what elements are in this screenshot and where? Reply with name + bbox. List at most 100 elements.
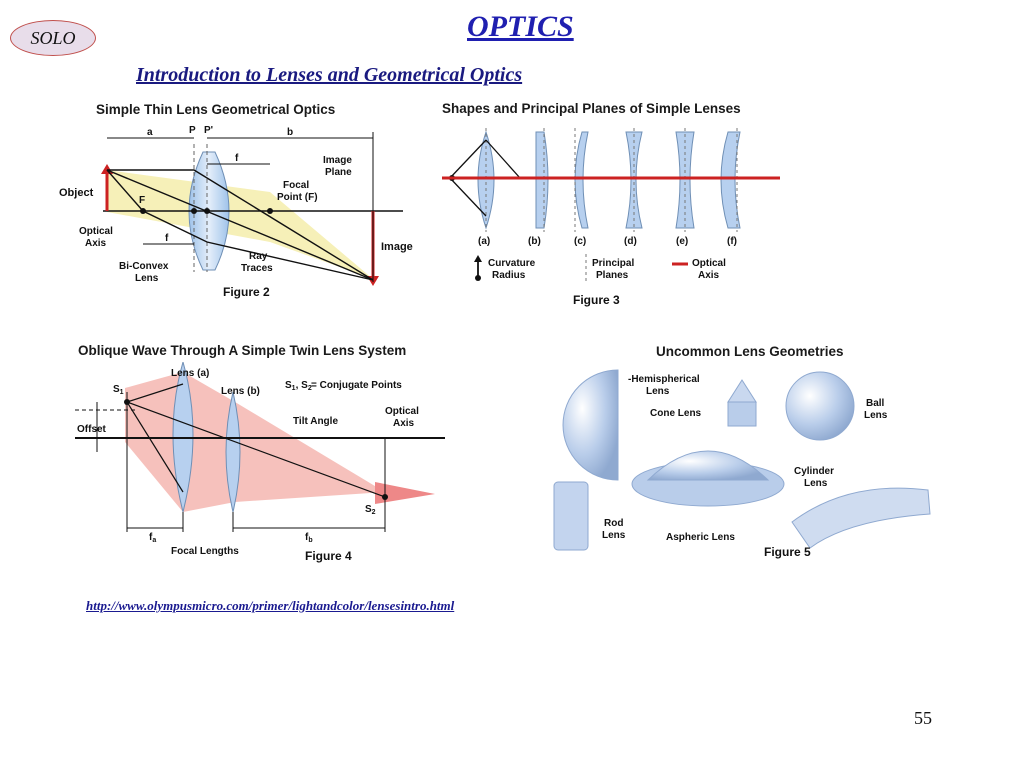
figure-5: -Hemispherical Lens Cone Lens Ball Lens … — [548, 362, 948, 562]
lens-f — [720, 131, 741, 229]
fig4-title: Oblique Wave Through A Simple Twin Lens … — [78, 343, 407, 358]
solo-badge: SOLO — [10, 20, 96, 56]
front-focal-point — [140, 208, 146, 214]
page-number: 55 — [914, 708, 932, 728]
legend-principal-1: Principal — [592, 258, 634, 269]
figure-3: (a) (b) (c) (d) (e) (f) Curvature Radius… — [440, 120, 785, 310]
legend-curvature-2: Radius — [492, 270, 526, 281]
fig2-diagram: a P P' b f f Image Plane Focal Point (F)… — [59, 125, 413, 299]
figure-2: a P P' b f f Image Plane Focal Point (F)… — [55, 122, 430, 302]
label-optical-axis-2: Axis — [85, 238, 107, 249]
label-ray-1: Ray — [249, 251, 268, 262]
lens-label-a: (a) — [478, 236, 490, 247]
legend-curvature-dot — [475, 275, 481, 281]
label-ray-2: Traces — [241, 263, 273, 274]
label-rod-1: Rod — [604, 518, 623, 529]
conjugate-point-s1 — [124, 399, 130, 405]
legend-optical-2: Axis — [698, 270, 720, 281]
beam-exit — [375, 482, 435, 504]
figure-4: Lens (a) Lens (b) S1, S2 = Conjugate Poi… — [75, 362, 455, 567]
label-aspheric: Aspheric Lens — [666, 532, 735, 543]
lens-e — [675, 131, 695, 229]
fig2-title: Simple Thin Lens Geometrical Optics — [96, 102, 336, 117]
lens-label-c: (c) — [574, 236, 586, 247]
ray-trace-2 — [106, 169, 374, 281]
label-b: b — [287, 127, 293, 138]
label-F: F — [139, 195, 145, 206]
label-cyl-2: Lens — [804, 478, 828, 489]
label-cone: Cone Lens — [650, 408, 702, 419]
rod-lens — [553, 481, 589, 551]
label-focal-lengths: Focal Lengths — [171, 546, 239, 557]
label-image-plane-1: Image — [323, 155, 352, 166]
fig5-title: Uncommon Lens Geometries — [656, 344, 844, 359]
label-fb: fb — [305, 532, 313, 544]
fig2-caption: Figure 2 — [223, 285, 270, 299]
legend-principal-2: Planes — [596, 270, 629, 281]
cylinder-lens — [791, 487, 931, 549]
label-rod-2: Lens — [602, 530, 626, 541]
label-a: a — [147, 127, 153, 138]
point-p — [191, 208, 197, 214]
source-link[interactable]: http://www.olympusmicro.com/primer/light… — [86, 598, 455, 613]
lens-label-e: (e) — [676, 236, 688, 247]
fig4-diagram: Lens (a) Lens (b) S1, S2 = Conjugate Poi… — [75, 362, 445, 563]
label-optical-axis-1: Optical — [79, 226, 113, 237]
lens-c — [574, 131, 589, 229]
label-offset: Offset — [77, 424, 107, 435]
label-biconvex-2: Lens — [135, 273, 159, 284]
principal-planes — [485, 128, 738, 232]
label-fa: fa — [149, 532, 156, 544]
label-f-top: f — [235, 153, 239, 164]
legend-curvature-arrow-up — [474, 255, 482, 262]
lens-d — [625, 131, 643, 229]
chief-ray — [126, 401, 386, 498]
label-ball-2: Lens — [864, 410, 888, 421]
curvature-line-1 — [449, 139, 487, 179]
cone-lens-body — [727, 401, 757, 427]
label-focal-point-1: Focal — [283, 180, 309, 191]
label-lens-a: Lens (a) — [171, 368, 209, 379]
label-conjugate-s1: S1, S2 — [285, 380, 312, 392]
label-axis-1: Optical — [385, 406, 419, 417]
curvature-line-3 — [485, 139, 521, 179]
label-f-bottom: f — [165, 233, 169, 244]
label-image: Image — [381, 241, 413, 253]
lens-b — [535, 131, 549, 229]
label-image-plane-2: Plane — [325, 167, 352, 178]
ray-trace-1 — [107, 169, 374, 281]
lens-label-b: (b) — [528, 236, 541, 247]
ball-lens — [785, 371, 855, 441]
label-hemi-1: -Hemispherical — [628, 374, 700, 385]
legend-optical-1: Optical — [692, 258, 726, 269]
slide-subtitle: Introduction to Lenses and Geometrical O… — [136, 64, 523, 86]
label-hemi-2: Lens — [646, 386, 670, 397]
ray-trace-3 — [106, 169, 374, 281]
fig4-caption: Figure 4 — [305, 549, 352, 563]
label-biconvex-1: Bi-Convex — [119, 261, 169, 272]
conjugate-point-s2 — [382, 494, 388, 500]
slide-title: OPTICS — [467, 10, 574, 43]
lens-label-f: (f) — [727, 236, 737, 247]
fig3-diagram: (a) (b) (c) (d) (e) (f) Curvature Radius… — [442, 128, 780, 307]
label-tilt-angle: Tilt Angle — [293, 416, 338, 427]
lens-a — [477, 130, 495, 230]
label-pprime: P' — [204, 125, 213, 136]
label-object: Object — [59, 187, 94, 199]
label-cyl-1: Cylinder — [794, 466, 834, 477]
ray-lower — [126, 401, 184, 493]
label-ball-1: Ball — [866, 398, 885, 409]
object-arrow-head — [101, 164, 113, 174]
fig5-caption: Figure 5 — [764, 545, 811, 559]
aspheric-lens-dome — [646, 450, 770, 481]
label-conjugate: = Conjugate Points — [311, 380, 402, 391]
fig3-caption: Figure 3 — [573, 293, 620, 307]
lens-label-d: (d) — [624, 236, 637, 247]
curvature-line-2 — [449, 177, 487, 217]
label-p: P — [189, 125, 196, 136]
fig5-diagram: -Hemispherical Lens Cone Lens Ball Lens … — [553, 369, 931, 559]
label-focal-point-2: Point (F) — [277, 192, 318, 203]
point-pprime — [204, 208, 210, 214]
back-focal-point — [267, 208, 273, 214]
label-s1: S1 — [113, 384, 124, 396]
